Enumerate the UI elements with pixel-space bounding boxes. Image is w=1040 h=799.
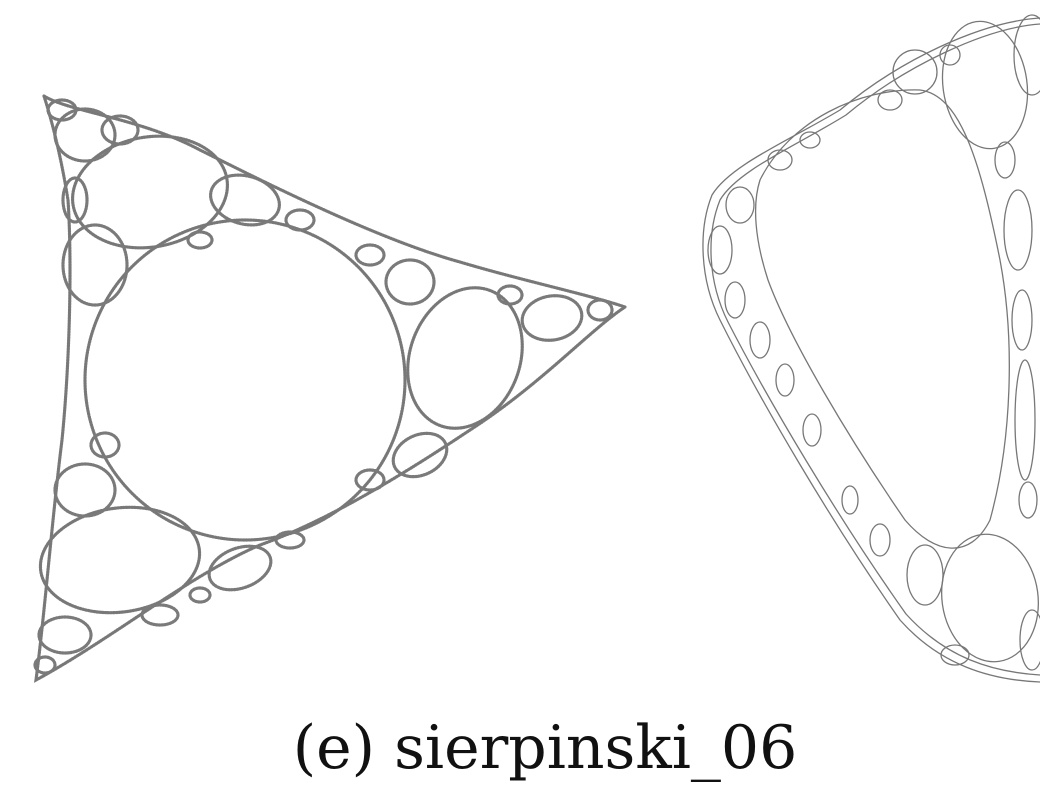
- fractal-quad-right: [702, 14, 1040, 683]
- figure-caption: (e) sierpinski_06: [0, 712, 1040, 784]
- caption-name: sierpinski_06: [394, 713, 798, 783]
- caption-label: (e): [292, 713, 376, 783]
- fractal-triangle-left: [33, 92, 629, 683]
